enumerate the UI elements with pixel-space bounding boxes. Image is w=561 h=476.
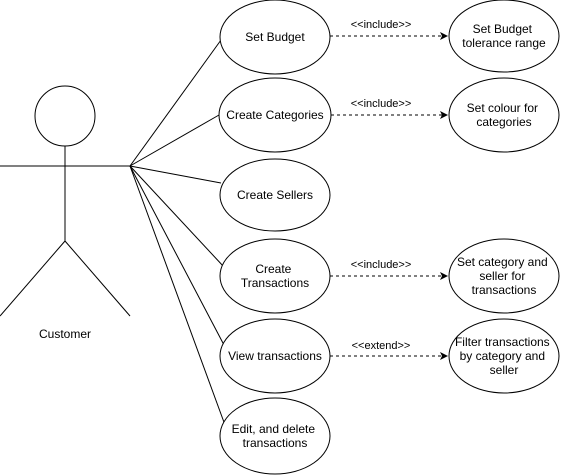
use-case-label: Create Sellers — [237, 188, 313, 202]
use-case-label: Create Transactions — [241, 262, 309, 290]
association-line-create-categories — [129, 114, 220, 167]
dependency-label: <<include>> — [351, 259, 412, 271]
dependency-extend-view: <<extend>> — [330, 340, 448, 360]
actor-left-leg — [0, 240, 66, 317]
association-line-set-budget — [129, 39, 222, 167]
use-case-create-categories[interactable]: Create Categories — [218, 77, 332, 153]
actor-label: Customer — [39, 327, 91, 341]
use-case-label: Set Budget — [245, 30, 305, 44]
use-case-ellipse — [219, 397, 331, 475]
use-case-ellipse — [219, 158, 331, 232]
dependency-include-transactions: <<include>> — [330, 259, 448, 280]
use-case-label: Set category and seller for transactions — [457, 255, 551, 297]
actor-right-leg — [64, 240, 131, 317]
dependency-label: <<extend>> — [352, 340, 411, 352]
use-case-filter-transactions[interactable]: Filter transactions by category and sell… — [448, 318, 560, 394]
association-line-edit-transactions — [129, 165, 226, 426]
association-line-view-transactions — [129, 165, 225, 346]
dependency-label: <<include>> — [351, 98, 412, 110]
use-case-ellipse — [448, 238, 560, 314]
use-case-set-colour-for-categories[interactable]: Set colour for categories — [448, 77, 560, 153]
use-case-ellipse — [219, 0, 331, 75]
actor-customer[interactable]: Customer — [0, 85, 131, 341]
use-case-edit-delete-transactions[interactable]: Edit, and delete transactions — [219, 397, 331, 475]
use-case-set-budget[interactable]: Set Budget — [219, 0, 331, 75]
use-case-set-category-and-seller[interactable]: Set category and seller for transactions — [448, 238, 560, 314]
use-case-ellipse — [448, 0, 560, 73]
use-case-ellipse — [448, 318, 560, 394]
dependency-include-budget: <<include>> — [330, 19, 448, 40]
use-case-ellipse — [448, 77, 560, 153]
use-case-label: View transactions — [228, 349, 322, 363]
use-case-view-transactions[interactable]: View transactions — [219, 318, 331, 394]
dependency-label: <<include>> — [351, 19, 412, 31]
use-case-create-sellers[interactable]: Create Sellers — [219, 158, 331, 232]
association-lines — [129, 39, 226, 426]
use-case-label: Filter transactions by category and sell… — [455, 335, 553, 377]
use-case-label: Create Categories — [226, 108, 323, 122]
use-case-label: Edit, and delete transactions — [232, 422, 319, 450]
association-line-create-sellers — [129, 165, 222, 184]
actor-head — [34, 85, 96, 147]
use-case-set-budget-tolerance-range[interactable]: Set Budget tolerance range — [448, 0, 560, 73]
association-line-create-transactions — [129, 165, 225, 268]
dependency-include-categories: <<include>> — [331, 98, 448, 119]
use-case-create-transactions[interactable]: Create Transactions — [219, 238, 331, 314]
use-case-label: Set Budget tolerance range — [462, 22, 546, 50]
use-case-label: Set colour for categories — [467, 101, 542, 129]
